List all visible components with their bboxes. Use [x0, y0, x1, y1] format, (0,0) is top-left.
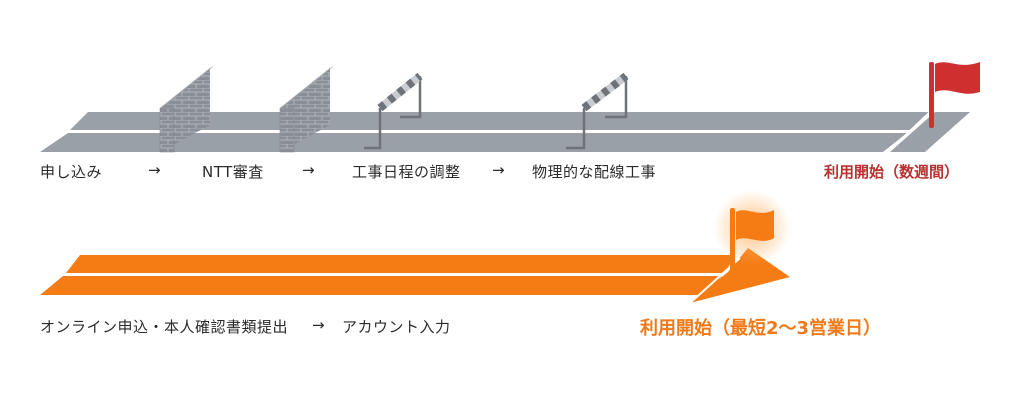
red-goal-flag-icon	[929, 62, 980, 128]
orange-goal-flag-icon	[714, 190, 790, 272]
step-account-input: アカウント入力	[342, 318, 451, 336]
arrow-icon: →	[148, 161, 161, 179]
step-ntt-review: NTT審査	[202, 163, 264, 181]
traditional-goal-label: 利用開始（数週間）	[824, 163, 960, 181]
arrow-icon: →	[492, 161, 505, 179]
step-application: 申し込み	[40, 163, 103, 181]
step-schedule-adjust: 工事日程の調整	[352, 163, 461, 181]
orange-track	[40, 248, 790, 304]
step-wiring-work: 物理的な配線工事	[532, 163, 657, 181]
arrow-icon: →	[312, 316, 325, 334]
brick-wall-icon	[279, 66, 334, 153]
hurdle-icon	[364, 72, 423, 150]
fast-goal-label: 利用開始（最短2〜3営業日）	[640, 318, 882, 339]
brick-wall-icon	[159, 66, 214, 153]
arrow-icon: →	[302, 161, 315, 179]
step-online-application: オンライン申込・本人確認書類提出	[40, 318, 289, 336]
hurdle-icon	[566, 72, 629, 150]
